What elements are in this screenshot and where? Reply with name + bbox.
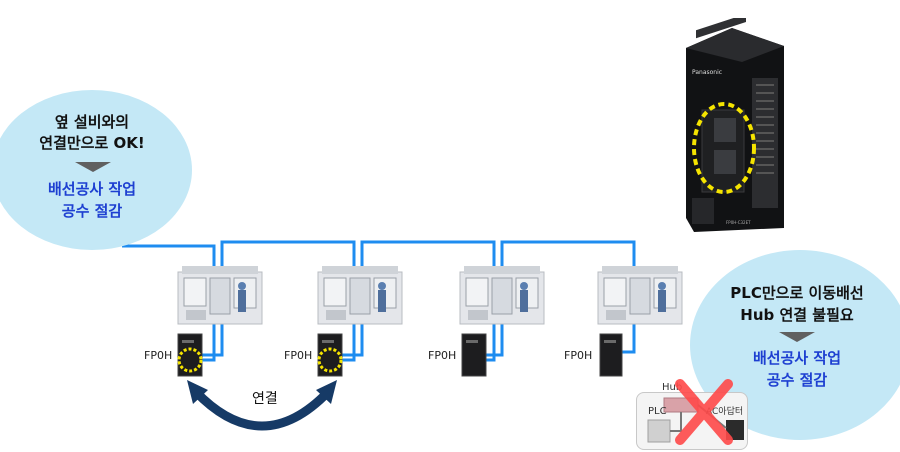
right-bubble-line3: 배선공사 작업: [752, 349, 842, 367]
right-bubble-text: PLC만으로 이동배선 Hub 연결 불필요: [704, 282, 890, 326]
connection-arrow-head-right: [316, 380, 337, 404]
module-label-1: FP0H: [144, 349, 173, 362]
machine-4: [597, 265, 683, 325]
network-line-3: [360, 240, 496, 270]
network-line-1: [122, 244, 216, 270]
left-bubble-line4: 공수 절감: [61, 202, 123, 220]
cross-icon: [675, 379, 733, 445]
left-bubble-line3: 배선공사 작업: [47, 180, 137, 198]
plc-label: PLC: [648, 406, 667, 417]
product-port-highlight: [692, 102, 756, 194]
connection-arrow: [192, 388, 332, 431]
product-brand: Panasonic: [692, 69, 722, 76]
hub-label: Hub: [662, 382, 682, 393]
fp0h-product-image: Panasonic FP0H-C32ET: [686, 18, 784, 232]
machine-2: [317, 265, 403, 325]
left-bubble-down-triangle: [75, 162, 111, 172]
left-bubble-line2: 연결만으로 OK!: [39, 134, 145, 152]
plc-module-4: [599, 333, 623, 377]
adapter-label: AC아답터: [706, 405, 743, 417]
left-bubble-text: 옆 설비와의 연결만으로 OK!: [8, 112, 176, 154]
network-line-4: [500, 240, 636, 270]
product-model: FP0H-C32ET: [726, 220, 751, 225]
right-bubble-benefit: 배선공사 작업 공수 절감: [704, 347, 890, 391]
port-highlight-2: [317, 347, 343, 373]
left-bubble-line1: 옆 설비와의: [54, 113, 130, 131]
drop-line-1b: [195, 322, 224, 357]
connection-label: 연결: [252, 391, 278, 407]
machine-3: [459, 265, 545, 325]
module-label-4: FP0H: [564, 349, 593, 362]
module-label-3: FP0H: [428, 349, 457, 362]
machine-1: [177, 265, 263, 325]
right-bubble-line4: 공수 절감: [766, 371, 828, 389]
port-highlight-1: [177, 347, 203, 373]
connection-arrow-head-left: [187, 380, 208, 404]
module-label-2: FP0H: [284, 349, 313, 362]
left-bubble-benefit: 배선공사 작업 공수 절감: [8, 178, 176, 222]
hub-setup-illustration: Hub PLC AC아답터: [647, 379, 744, 445]
network-line-2: [220, 240, 356, 270]
drop-line-4: [620, 322, 636, 354]
right-bubble-down-triangle: [779, 332, 815, 342]
right-bubble-line2: Hub 연결 불필요: [740, 306, 854, 324]
right-bubble-line1: PLC만으로 이동배선: [730, 284, 864, 302]
drop-line-2b: [335, 322, 364, 357]
